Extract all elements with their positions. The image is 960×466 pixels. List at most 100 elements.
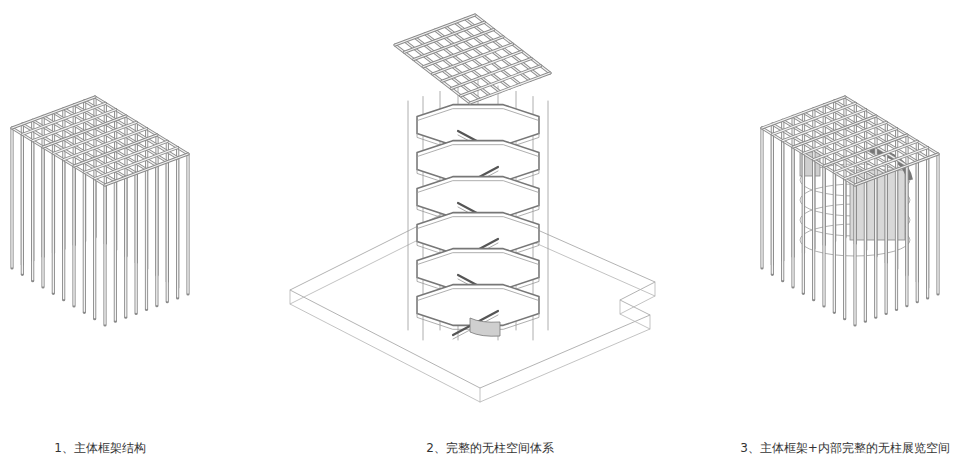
drawing-line [105, 154, 188, 185]
drawing-line [885, 174, 886, 312]
drawing-line [176, 158, 179, 298]
drawing-line [145, 170, 148, 310]
drawing-line [124, 177, 127, 317]
drawing-line [833, 172, 836, 312]
caption-label: 3、主体框架+内部完整的无柱展览空间 [740, 440, 950, 457]
drawing-line [11, 129, 12, 267]
drawing-line [791, 147, 794, 287]
drawing-line [771, 134, 774, 274]
drawing-line [936, 154, 939, 294]
drawing-line [155, 166, 158, 306]
drawing-line [855, 154, 938, 185]
drawing-line [781, 141, 784, 281]
drawing-line [782, 142, 783, 280]
drawing-line [803, 154, 804, 292]
drawing-line [125, 178, 126, 316]
outline [417, 105, 539, 146]
outline [417, 285, 539, 326]
drawing-line [135, 173, 138, 313]
drawing-line [845, 97, 938, 154]
drawing-line [823, 167, 824, 305]
drawing-line [32, 142, 33, 280]
drawing-line [802, 153, 805, 293]
drawing-line [115, 182, 116, 320]
drawing-line [480, 388, 481, 402]
drawing-line [167, 163, 168, 301]
drawing-line [73, 167, 74, 305]
drawing-line [835, 101, 928, 158]
drawing-line [875, 178, 876, 316]
drawing-line [103, 185, 106, 325]
drawing-line [114, 181, 117, 321]
drawing-line [926, 158, 929, 298]
drawing-line [853, 185, 856, 325]
drawing-line [772, 135, 773, 273]
drawing-line [290, 290, 291, 304]
drawing-line [844, 180, 845, 318]
stair-core [470, 318, 500, 336]
drawing-line [917, 163, 918, 301]
drawing-line [813, 161, 814, 299]
drawing-line [10, 128, 13, 268]
drawing-line [927, 159, 928, 297]
drawing-line [905, 166, 908, 306]
drawing-line [95, 97, 188, 154]
drawing-line [835, 101, 928, 158]
drawing-line [650, 315, 651, 329]
drawing-line [761, 129, 762, 267]
drawing-line [63, 161, 64, 299]
outline [417, 213, 539, 254]
outline [417, 249, 539, 290]
drawing-line [937, 155, 938, 293]
drawing-line [906, 167, 907, 305]
drawing-line [42, 148, 43, 286]
drawing-line [822, 166, 825, 306]
drawing-line [135, 174, 136, 312]
drawing-line [104, 186, 105, 324]
drawing-line [834, 173, 835, 311]
drawing-line [53, 154, 54, 292]
drawing-line [85, 101, 178, 158]
drawing-line [41, 147, 44, 287]
drawing-line [855, 154, 938, 185]
drawing-line [854, 186, 855, 324]
drawing-line [548, 101, 549, 330]
drawing-line [896, 171, 897, 309]
drawing-line [864, 181, 867, 321]
drawing-line [186, 154, 189, 294]
drawing-line [84, 173, 85, 311]
drawing-line [865, 182, 866, 320]
drawing-line [885, 173, 888, 313]
drawing-line [62, 160, 65, 300]
outline [417, 141, 539, 182]
caption-label: 2、完整的无柱空间体系 [426, 440, 554, 457]
drawing-line [94, 180, 95, 318]
drawing-line [52, 153, 55, 293]
drawing-line [845, 97, 938, 154]
drawing-line [31, 141, 34, 281]
drawing-line [874, 177, 877, 317]
drawing-line [843, 179, 846, 319]
drawing-line [620, 300, 621, 314]
drawing-line [895, 170, 898, 310]
outline [417, 177, 539, 218]
drawing-line [166, 162, 169, 302]
outline [290, 200, 655, 388]
drawing-line [22, 135, 23, 273]
caption-label: 1、主体框架结构 [54, 440, 146, 457]
drawing-line [72, 166, 75, 306]
drawing-line [156, 167, 157, 305]
drawing-line [83, 172, 86, 312]
drawing-line [916, 162, 919, 302]
drawing-line [95, 97, 188, 154]
drawing-line [146, 171, 147, 309]
drawing-line [177, 159, 178, 297]
drawing-line [470, 73, 550, 103]
drawing-line [93, 179, 96, 319]
drawing-line [760, 128, 763, 268]
drawing-line [408, 101, 409, 330]
drawing-line [105, 154, 188, 185]
drawing-line [812, 160, 815, 300]
drawing-line [187, 155, 188, 293]
